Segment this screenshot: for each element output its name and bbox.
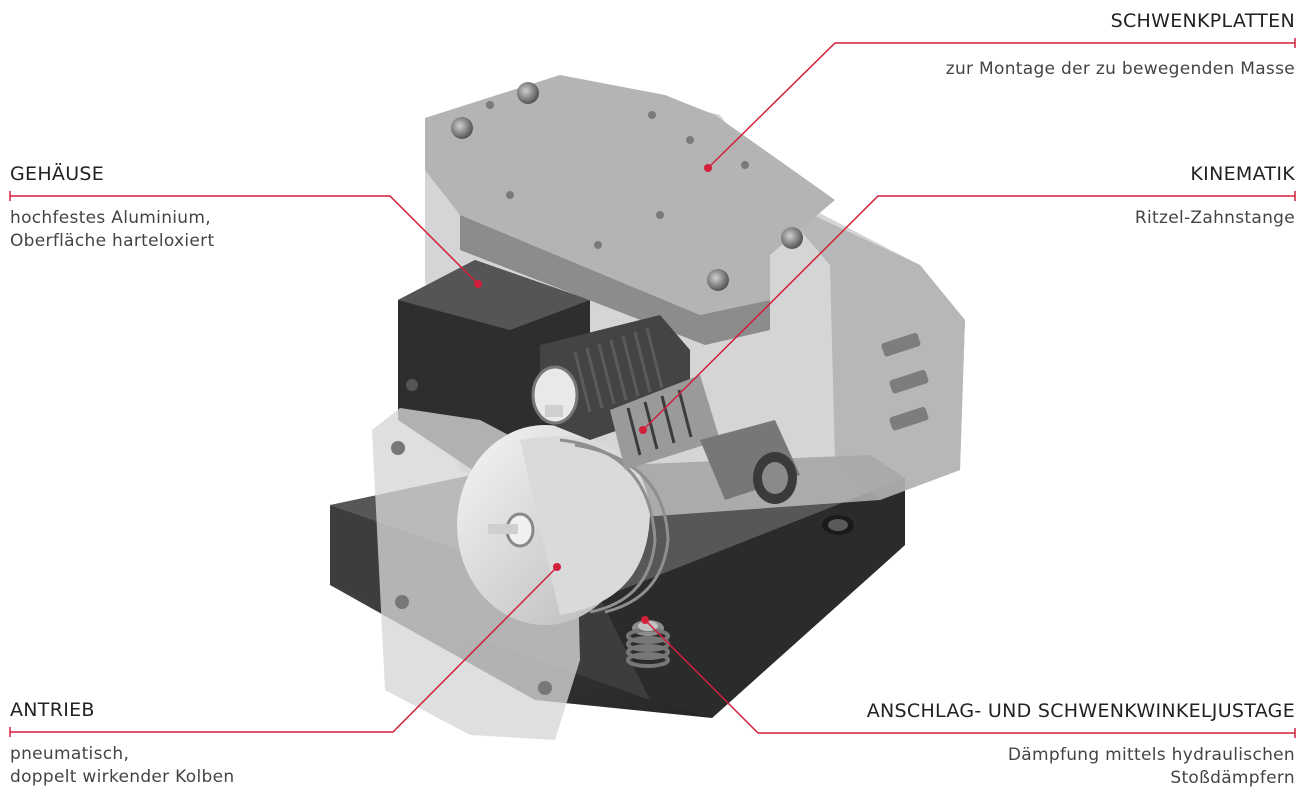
callout-title: GEHÄUSE	[10, 163, 105, 185]
pinion-rack	[531, 315, 800, 504]
swivel-plate	[425, 75, 835, 345]
callout-gehaeuse: GEHÄUSE hochfestes Aluminium, Oberfläche…	[10, 163, 214, 253]
callout-antrieb: ANTRIEB pneumatisch, doppelt wirkender K…	[10, 699, 234, 789]
callout-dot-gehaeuse	[474, 280, 482, 288]
piston	[457, 425, 670, 625]
callout-description-line: hochfestes Aluminium,	[10, 208, 211, 228]
callout-description-line: Stoßdämpfern	[1170, 768, 1295, 788]
callout-description-line: pneumatisch,	[10, 744, 130, 764]
callout-schwenkplatten: SCHWENKPLATTEN zur Montage der zu bewege…	[946, 10, 1295, 81]
callout-description-line: Oberfläche harteloxiert	[10, 231, 215, 251]
callout-description-line: zur Montage der zu bewegenden Masse	[945, 59, 1295, 79]
callout-line-kinematik	[642, 195, 1295, 431]
callout-description: hochfestes Aluminium, Oberfläche hartelo…	[10, 207, 214, 253]
callout-description-line: Dämpfung mittels hydraulischen	[1007, 745, 1295, 765]
callout-dot-antrieb	[553, 563, 561, 571]
side-studs	[881, 332, 929, 431]
callout-dot-schwenkplatten	[704, 164, 712, 172]
callout-description-line: doppelt wirkender Kolben	[10, 767, 235, 787]
callout-description: Ritzel-Zahnstange	[1135, 207, 1295, 230]
callout-kinematik: KINEMATIK Ritzel-Zahnstange	[1135, 163, 1295, 230]
callout-anschlag: ANSCHLAG- UND SCHWENKWINKELJUSTAGE Dämpf…	[867, 700, 1295, 790]
callout-line-anschlag	[644, 619, 1295, 734]
callout-dot-kinematik	[639, 426, 647, 434]
callout-line-schwenkplatten	[707, 42, 1295, 169]
callout-description: Dämpfung mittels hydraulischen Stoßdämpf…	[867, 744, 1295, 790]
callout-description-line: Ritzel-Zahnstange	[1134, 208, 1295, 228]
shock-absorber	[626, 620, 670, 668]
callout-title: KINEMATIK	[1190, 163, 1295, 185]
callout-description: zur Montage der zu bewegenden Masse	[946, 58, 1295, 81]
callout-title: ANTRIEB	[10, 699, 95, 721]
callout-dot-anschlag	[641, 616, 649, 624]
callout-description: pneumatisch, doppelt wirkender Kolben	[10, 743, 234, 789]
callout-title: ANSCHLAG- UND SCHWENKWINKELJUSTAGE	[866, 700, 1295, 722]
callout-line-antrieb	[10, 566, 558, 733]
callout-title: SCHWENKPLATTEN	[1110, 10, 1295, 32]
callout-line-gehaeuse	[10, 195, 479, 285]
